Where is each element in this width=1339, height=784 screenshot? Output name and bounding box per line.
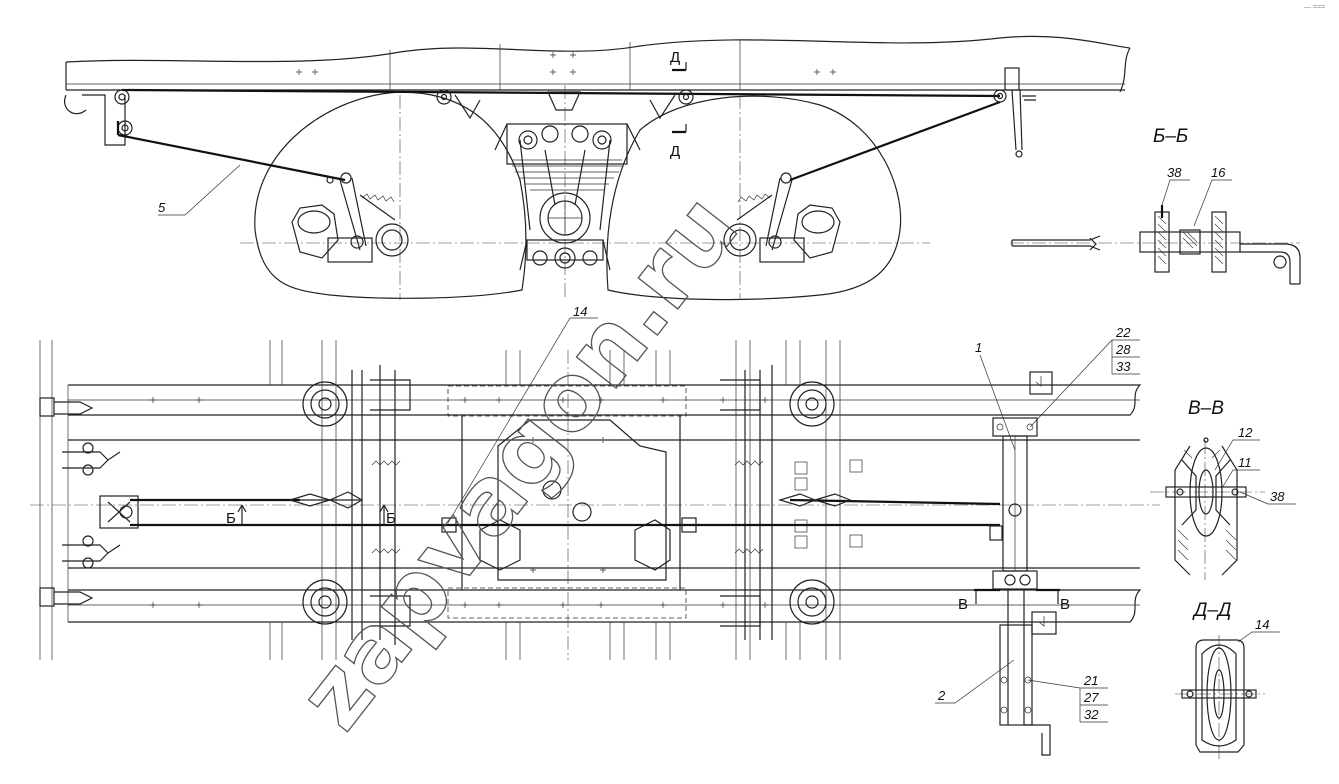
- brake-chamber-bl: [302, 579, 348, 625]
- callout-14-section: 14: [1255, 617, 1269, 632]
- section-b-b: Б–Б 38 16: [1010, 126, 1301, 285]
- callout-38-b: 38: [1167, 165, 1182, 180]
- cut-mark-v-left: В: [958, 596, 968, 613]
- callout-27: 27: [1083, 690, 1099, 705]
- cut-mark-d-bottom: Д: [670, 143, 680, 160]
- callout-1: 1: [975, 340, 982, 355]
- section-v-v: В–В 12 11 38: [1150, 398, 1296, 580]
- brake-chamber-br: [789, 579, 835, 625]
- watermark: zapvagon.ru: [277, 175, 759, 750]
- callout-11: 11: [1238, 455, 1252, 470]
- brake-chamber-tr: [789, 381, 835, 427]
- section-v-v-title: В–В: [1188, 398, 1224, 419]
- brake-chamber-tl: [302, 381, 348, 427]
- callout-2: 2: [937, 688, 946, 703]
- corner-mark: — ===: [1304, 4, 1325, 11]
- callout-5: 5: [158, 200, 166, 215]
- callout-14-plan: 14: [573, 304, 587, 319]
- callout-38-v: 38: [1270, 489, 1285, 504]
- callout-33: 33: [1116, 359, 1131, 374]
- callout-16: 16: [1211, 165, 1226, 180]
- side-view: Д Д 5: [64, 35, 1131, 301]
- callout-12: 12: [1238, 425, 1253, 440]
- callout-28: 28: [1115, 342, 1131, 357]
- section-d-d: Д–Д 14: [1175, 600, 1280, 760]
- cut-mark-v-right: В: [1060, 596, 1070, 613]
- cut-mark-b-right: Б: [386, 510, 396, 527]
- right-brake-cylinder: [723, 172, 841, 263]
- callout-22: 22: [1115, 325, 1131, 340]
- left-brake-cylinder: [291, 172, 409, 263]
- plan-view: Б Б В В 14 1 22: [30, 304, 1160, 756]
- section-b-b-title: Б–Б: [1153, 126, 1188, 147]
- cut-mark-d-top: Д: [670, 49, 680, 66]
- callout-21: 21: [1083, 673, 1098, 688]
- section-d-d-title: Д–Д: [1192, 600, 1231, 621]
- watermark-text: zapvagon.ru: [278, 175, 759, 748]
- callout-32: 32: [1084, 707, 1099, 722]
- cut-mark-b-left: Б: [226, 510, 236, 527]
